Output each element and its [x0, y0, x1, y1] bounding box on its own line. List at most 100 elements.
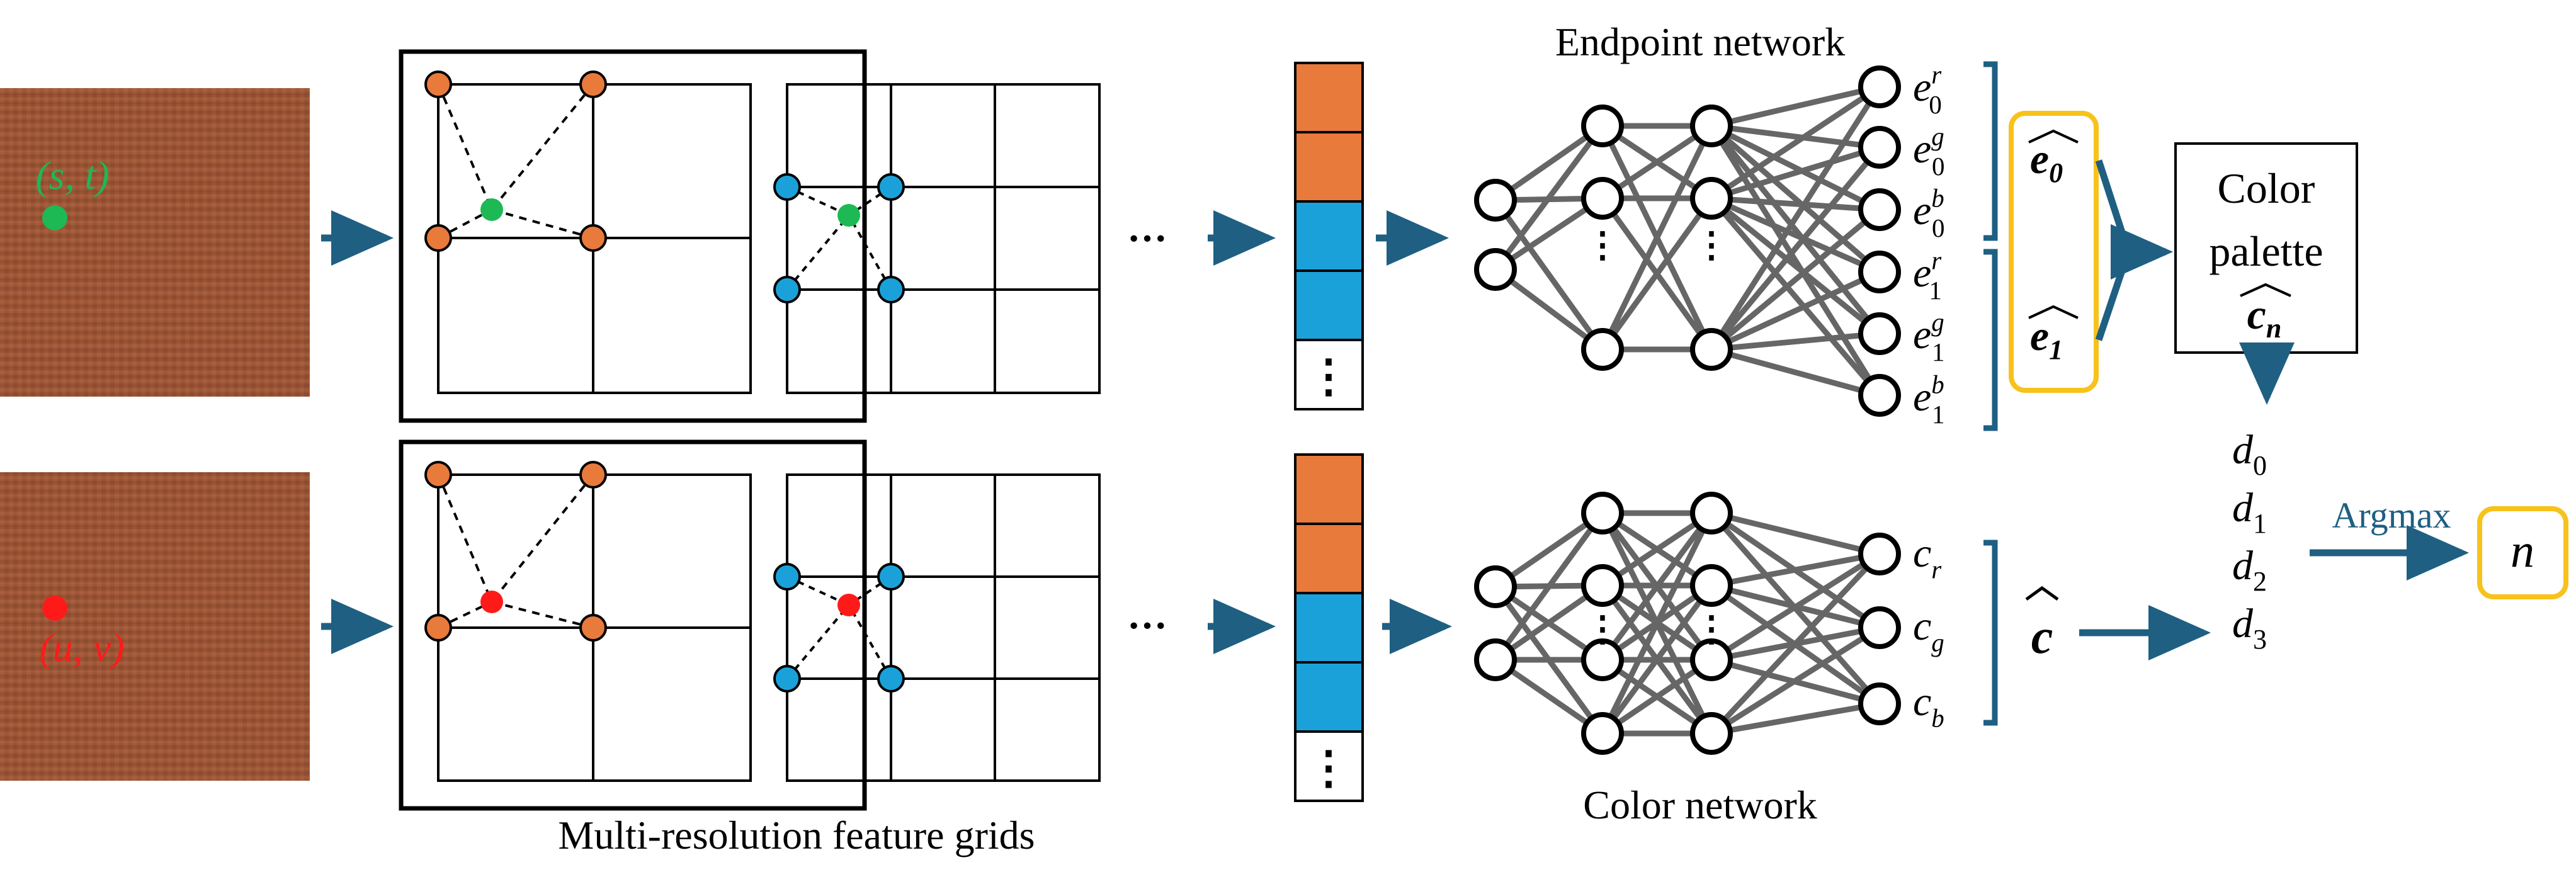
network-node [1858, 126, 1901, 169]
network-node [1474, 565, 1517, 608]
network-edge [1710, 195, 1881, 275]
feature-grid-panel-top: ··· [399, 49, 1167, 423]
network-edge [1494, 123, 1604, 203]
network-edge [1710, 346, 1881, 399]
vdots-bottom: ⋮ [1306, 743, 1351, 793]
vdots-icon: ⋮ [1585, 226, 1620, 265]
svg-text:n: n [2511, 524, 2534, 577]
svg-text:e1: e1 [2030, 312, 2063, 365]
network-edge [1710, 84, 1881, 129]
network-edge [1709, 196, 1882, 397]
network-edge [1493, 511, 1605, 662]
network-edge [1710, 144, 1881, 201]
coord-label-st: (s, t) [35, 153, 109, 198]
network-edge [1600, 196, 1714, 351]
network-edge [1711, 195, 1880, 213]
e0-hat: e0 [2028, 129, 2079, 188]
endpoint-braces [1983, 61, 1998, 431]
network-edge [1600, 584, 1714, 735]
query-point-uv [42, 596, 67, 621]
endpoint-network-title: Endpoint network [1555, 20, 1845, 64]
color-network: ⋮⋮ [1474, 492, 1901, 755]
network-node [1581, 492, 1624, 535]
vdots-icon: ⋮ [1585, 610, 1620, 649]
network-edge [1709, 145, 1882, 351]
feature-vector-top [1294, 62, 1364, 410]
network-node [1690, 105, 1733, 147]
network-node [1858, 251, 1901, 293]
network-node [1581, 328, 1624, 371]
vdots-icon: ⋮ [1694, 610, 1729, 649]
network-node [1474, 638, 1517, 681]
interpolation-lines [437, 83, 594, 239]
network-node [1858, 188, 1901, 231]
feature-grids-caption: Multi-resolution feature grids [558, 813, 1035, 857]
network-node [1581, 564, 1624, 607]
color-output-label: cb [1913, 679, 1944, 732]
network-node [1474, 179, 1517, 222]
network-node [1581, 638, 1624, 681]
fine-grid [786, 83, 1101, 394]
e1-hat: e1 [2028, 305, 2079, 365]
merge-arrow [2095, 159, 2173, 341]
network-edge [1494, 657, 1604, 736]
endpoint-highlight-box [2009, 111, 2099, 393]
network-edge [1494, 583, 1604, 662]
network-edge [1711, 331, 1880, 353]
network-node [1858, 374, 1901, 417]
svg-text:c: c [2031, 609, 2053, 664]
endpoint-network: ⋮⋮ [1474, 65, 1901, 417]
network-edge [1711, 551, 1880, 589]
network-node [1690, 564, 1733, 607]
network-edge [1493, 124, 1605, 271]
network-node [1690, 177, 1733, 220]
network-edge [1710, 552, 1881, 662]
color-palette-box: Color palette cn [2174, 142, 2358, 354]
network-edge [1710, 123, 1881, 274]
network-node [1858, 606, 1901, 649]
distance-label: d0 [2232, 427, 2267, 481]
network-node [1690, 638, 1733, 681]
network-edge [1710, 196, 1881, 336]
network-edge [1494, 196, 1604, 272]
sample-point-green [480, 198, 503, 221]
argmax-label: Argmax [2332, 495, 2451, 536]
color-network-title: Color network [1583, 783, 1817, 827]
network-node [1690, 492, 1733, 535]
network-edge [1710, 510, 1881, 557]
network-edge [1601, 657, 1713, 736]
svg-text:Color: Color [2218, 164, 2315, 212]
network-node [1690, 712, 1733, 755]
texture-image-top: (s, t) [0, 88, 310, 397]
coord-label-uv: (u, v) [39, 625, 124, 670]
svg-text:e0: e0 [2030, 135, 2063, 188]
network-edge [1711, 123, 1880, 150]
feature-grid-panel-bottom: ··· [399, 439, 1167, 811]
network-edge [1494, 511, 1604, 589]
network-edge [1600, 511, 1714, 662]
network-node [1858, 312, 1901, 355]
sample-point-red [480, 591, 503, 613]
vdots-icon: ⋮ [1694, 226, 1729, 265]
color-brace [1983, 540, 1998, 726]
network-node [1858, 65, 1901, 108]
network-edge [1710, 625, 1881, 736]
index-output-n: n [2477, 506, 2568, 599]
network-edge [1601, 511, 1713, 588]
ellipsis-bottom: ··· [1127, 603, 1167, 648]
network-edge [1710, 207, 1881, 352]
network-edge [1709, 552, 1882, 736]
svg-text:palette: palette [2209, 227, 2323, 275]
network-edge [1710, 269, 1881, 353]
network-edge [1709, 85, 1882, 351]
network-node [1690, 328, 1733, 371]
